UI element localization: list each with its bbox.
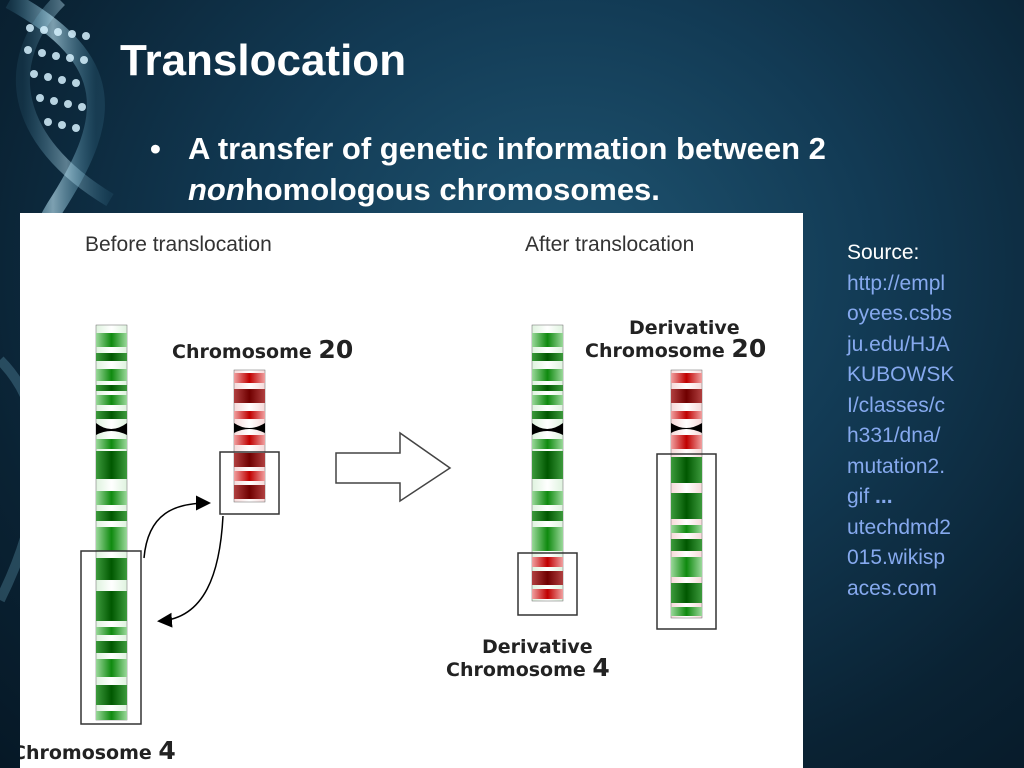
- source-ellipsis: ...: [875, 485, 893, 508]
- derivative-20-highlight-box: [656, 453, 717, 630]
- after-translocation-label: After translocation: [525, 233, 694, 256]
- translocation-figure: Before translocation After translocation: [20, 213, 803, 768]
- source-url-line[interactable]: mutation2.: [847, 454, 946, 478]
- derivative-4-highlight-box: [517, 552, 578, 616]
- source-url-line[interactable]: KUBOWSK: [847, 363, 955, 386]
- exchange-arrow-up: [143, 495, 211, 559]
- chromosome-20-label: Chromosome 20: [172, 335, 353, 364]
- source-citation: Source: http://empl oyees.csbs ju.edu/HJ…: [847, 238, 987, 604]
- chromosome-4: [95, 324, 128, 721]
- derivative-20-label-line2: Chromosome 20: [585, 334, 766, 363]
- translocation-diagram: Before translocation After translocation: [20, 233, 766, 765]
- source-url-line[interactable]: ju.edu/HJA: [847, 332, 950, 356]
- source-url-last-line: gif ...: [847, 482, 987, 513]
- source-url-line[interactable]: I/classes/c: [847, 393, 946, 417]
- chromosome-4-highlight-box: [80, 550, 142, 725]
- bullet-text: A transfer of genetic information betwee…: [188, 128, 948, 210]
- chromosome-20-highlight-box: [219, 451, 280, 515]
- source-url2-line[interactable]: 015.wikisp: [847, 546, 946, 569]
- derivative-4-label-line1: Derivative: [482, 636, 593, 658]
- bullet-line-2-rest: homologous chromosomes.: [244, 172, 660, 207]
- derivative-chromosome-20: [670, 369, 703, 619]
- source-url-line[interactable]: oyees.csbs: [847, 302, 953, 325]
- source-url2-line[interactable]: utechdmd2: [847, 515, 951, 539]
- source-label: Source:: [847, 241, 920, 264]
- before-translocation-label: Before translocation: [85, 233, 272, 256]
- chromosome-4-label: Chromosome 4: [20, 736, 176, 765]
- exchange-arrow-down: [157, 515, 224, 628]
- bullet-line-2: nonhomologous chromosomes.: [188, 169, 948, 210]
- chromosome-20: [233, 369, 266, 503]
- bullet-line-1: A transfer of genetic information betwee…: [188, 131, 826, 166]
- derivative-chromosome-4: [531, 324, 564, 602]
- bullet-italic-prefix: non: [188, 172, 245, 207]
- transition-arrow: [335, 431, 452, 503]
- source-url-line[interactable]: gif: [847, 485, 870, 508]
- source-url2-line[interactable]: aces.com: [847, 576, 937, 600]
- derivative-4-label-line2: Chromosome 4: [446, 653, 610, 682]
- source-url-line[interactable]: h331/dna/: [847, 424, 941, 447]
- source-url-line[interactable]: http://empl: [847, 271, 946, 295]
- slide-title: Translocation: [120, 36, 407, 85]
- derivative-20-label-line1: Derivative: [629, 317, 740, 339]
- bullet-symbol: •: [150, 131, 161, 166]
